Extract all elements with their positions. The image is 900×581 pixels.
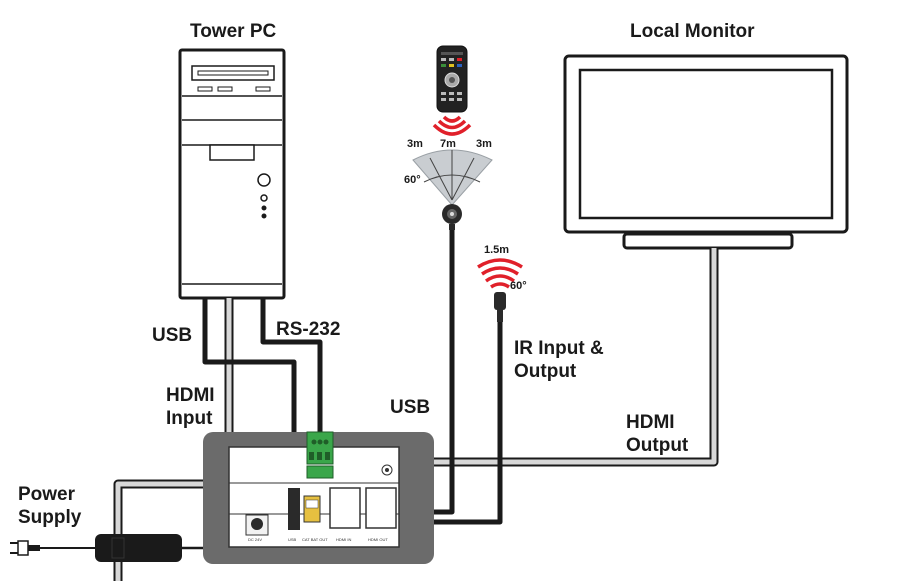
power-supply-label-line1: Power [18, 484, 76, 505]
hdmi-input-label-line2: Input [166, 408, 213, 429]
port-label-usb: USB [288, 537, 297, 542]
usb-center-label: USB [390, 397, 431, 418]
power-adapter-icon [95, 534, 182, 562]
rs232-cable-label: RS-232 [276, 319, 341, 340]
ir-range-angle: 60° [404, 174, 421, 186]
port-label-hdmi-out: HDMI OUT [368, 537, 388, 542]
ir-emitter-icon [477, 258, 523, 322]
ir-emitter-range: 1.5m [484, 244, 510, 256]
tower-pc [178, 48, 286, 300]
hdmi-output-label-line1: HDMI [626, 412, 675, 433]
ir-signal-icon [432, 115, 472, 136]
ir-range-fan [412, 149, 493, 206]
ir-receiver-icon [442, 204, 462, 230]
ethernet-plug-icon [303, 495, 321, 523]
port-label-dc: DC 24V [248, 537, 263, 542]
ac-plug-icon [10, 540, 40, 556]
remote-control-icon [436, 45, 468, 113]
usb-cable-label: USB [152, 325, 193, 346]
local-monitor [563, 54, 849, 250]
hdmi-output-label-line2: Output [626, 435, 689, 456]
ir-range-right: 3m [476, 138, 492, 150]
power-supply-label-line2: Supply [18, 507, 82, 528]
ir-range-center: 7m [440, 138, 456, 150]
local-monitor-label: Local Monitor [630, 21, 755, 42]
ir-range-left: 3m [407, 138, 423, 150]
ir-label-line2: Output [514, 361, 577, 382]
hdmi-input-label-line1: HDMI [166, 385, 215, 406]
ir-label-line1: IR Input & [514, 338, 604, 359]
rs232-terminal-block [306, 431, 334, 479]
tower-pc-label: Tower PC [190, 21, 277, 42]
port-label-catout: CAT BAT OUT [302, 537, 328, 542]
ir-emitter-angle: 60° [510, 280, 527, 292]
port-label-hdmi-in: HDMI IN [336, 537, 352, 542]
